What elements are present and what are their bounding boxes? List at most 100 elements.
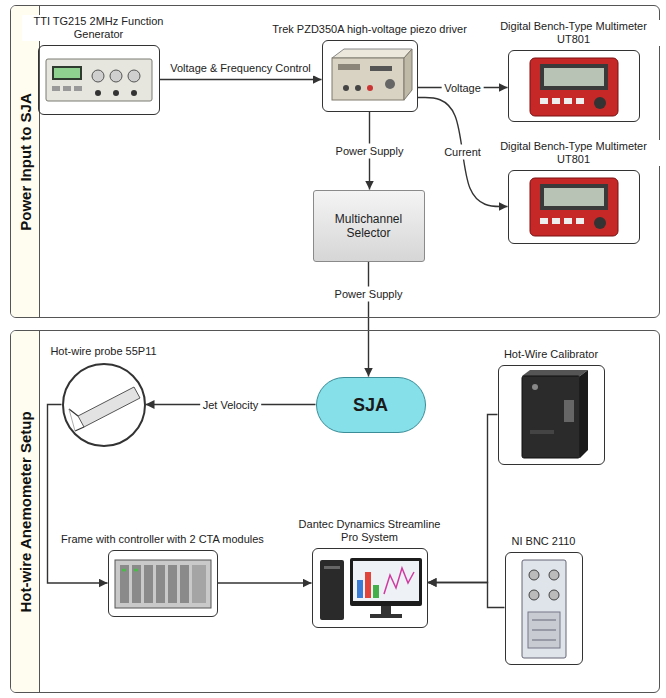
equipment-frame: Hot-Wire Calibrator <box>498 365 605 465</box>
connector-label: Power Supply <box>332 286 406 301</box>
multimeter-picture <box>544 188 604 206</box>
connector-label: Voltage <box>441 80 484 95</box>
ni-bnc-picture <box>532 630 556 631</box>
equipment-title: TTI TG215 2MHz Function Generator <box>22 15 176 41</box>
cta-frame-picture <box>192 565 206 603</box>
cta-frame-picture <box>120 565 129 603</box>
connector-arrow <box>428 415 498 583</box>
piezo-driver-picture <box>404 49 412 100</box>
hot-wire-probe-picture <box>69 387 140 431</box>
computer-picture <box>353 561 419 601</box>
ni-bnc-picture <box>532 640 556 641</box>
band-sidebar: Power Input to SJA <box>11 6 40 317</box>
equipment-title: Hot-wire probe 55P11 <box>48 345 158 358</box>
ni-bnc-picture <box>529 570 539 580</box>
ni-bnc-picture <box>522 560 566 658</box>
piezo-driver-picture <box>332 58 404 100</box>
multimeter-picture <box>544 68 604 86</box>
equipment-frame: Frame with controller with 2 CTA modules <box>108 550 218 617</box>
equipment-frame: NI BNC 2110 <box>505 552 583 665</box>
cta-frame-picture <box>122 568 125 571</box>
section-band: Power Input to SJATTI TG215 2MHz Functio… <box>10 5 660 318</box>
calibrator-picture <box>522 376 580 458</box>
ni-bnc-picture <box>522 560 566 658</box>
computer-picture <box>370 614 402 618</box>
multimeter-picture <box>564 98 572 104</box>
equipment-frame: Dantec Dynamics Streamline Pro System <box>312 548 428 628</box>
computer-picture <box>320 558 422 620</box>
multimeter-picture <box>552 218 560 224</box>
equipment-title: NI BNC 2110 <box>510 535 578 548</box>
connector-arrow <box>368 262 369 377</box>
function-generator-picture <box>92 70 104 82</box>
section-title: Power Input to SJA <box>17 93 34 231</box>
equipment-frame: Trek PZD350A high-voltage piezo driver <box>322 40 418 112</box>
connector-label: Current <box>441 145 484 160</box>
multimeter-picture <box>530 58 618 116</box>
connector-label: Jet Velocity <box>200 397 262 412</box>
cta-frame-picture <box>168 565 177 603</box>
ni-bnc-picture <box>549 570 559 580</box>
function-generator-picture <box>63 86 71 91</box>
hot-wire-probe-picture <box>75 427 84 431</box>
piezo-driver-picture <box>385 79 395 89</box>
cta-frame-picture <box>156 565 165 603</box>
cta-frame-picture <box>132 565 141 603</box>
sja-node: SJA <box>316 377 426 433</box>
hot-wire-probe-picture <box>78 387 140 427</box>
function-generator-picture <box>95 90 101 96</box>
selector-box: Multichannel Selector <box>313 190 425 262</box>
piezo-driver-picture <box>370 66 392 71</box>
multimeter-picture <box>594 97 606 109</box>
piezo-driver-picture <box>332 49 412 100</box>
section-title: Hot-wire Anemometer Setup <box>17 411 34 612</box>
multimeter-picture <box>540 184 608 210</box>
equipment-title: Trek PZD350A high-voltage piezo driver <box>270 23 469 36</box>
function-generator-picture <box>46 59 152 101</box>
ni-bnc-picture <box>529 590 539 600</box>
connector-arrow <box>48 405 108 584</box>
equipment-title: Digital Bench-Type Multimeter UT801 <box>487 140 661 166</box>
function-generator-picture <box>52 66 82 80</box>
equipment-frame: Digital Bench-Type Multimeter UT801 <box>508 170 640 244</box>
probe-circle: Hot-wire probe 55P11 <box>62 363 146 447</box>
computer-picture <box>350 558 422 606</box>
node-label: SJA <box>353 395 388 415</box>
connector-arrow <box>428 583 505 608</box>
piezo-driver-picture <box>367 85 373 91</box>
multimeter-picture <box>576 218 584 224</box>
multimeter-picture <box>540 98 548 104</box>
cta-frame-picture <box>144 565 153 603</box>
multimeter-picture <box>530 178 618 236</box>
piezo-driver-picture <box>338 64 360 70</box>
equipment-title: Hot-Wire Calibrator <box>502 348 600 361</box>
equipment-title: Frame with controller with 2 CTA modules <box>59 533 266 546</box>
function-generator-picture <box>110 70 122 82</box>
function-generator-picture <box>52 86 60 91</box>
computer-picture <box>324 566 340 569</box>
function-generator-picture <box>113 90 119 96</box>
ni-bnc-picture <box>549 590 559 600</box>
multimeter-picture <box>540 64 608 90</box>
equipment-frame: TTI TG215 2MHz Function Generator <box>38 45 160 115</box>
multimeter-picture <box>530 58 618 116</box>
piezo-driver-picture <box>343 85 349 91</box>
computer-picture <box>384 568 414 594</box>
calibrator-picture <box>522 370 588 376</box>
connector-label: Voltage & Frequency Control <box>167 61 314 76</box>
circle-outline <box>63 364 145 446</box>
function-generator-picture <box>46 59 152 101</box>
calibrator-picture <box>564 400 574 422</box>
equipment-frame: Digital Bench-Type Multimeter UT801 <box>508 50 640 122</box>
ni-bnc-picture <box>528 612 560 648</box>
calibrator-picture <box>522 370 588 458</box>
ni-bnc-picture <box>532 620 556 621</box>
multimeter-picture <box>594 217 606 229</box>
node-label: Multichannel Selector <box>327 212 411 240</box>
function-generator-picture <box>131 90 137 96</box>
computer-picture <box>373 585 379 598</box>
cta-frame-picture <box>115 560 211 608</box>
cta-frame-picture <box>134 568 137 571</box>
piezo-driver-picture <box>332 49 412 58</box>
cta-frame-picture <box>180 565 189 603</box>
